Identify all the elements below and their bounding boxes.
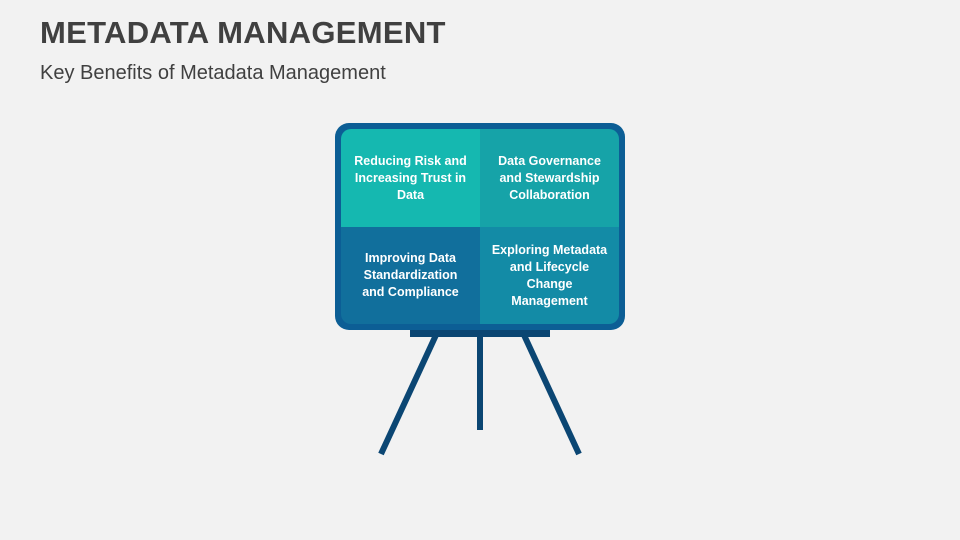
benefit-label: Data Governance and Stewardship Collabor… [498, 153, 601, 202]
benefit-cell-reducing-risk: Reducing Risk and Increasing Trust in Da… [341, 129, 480, 227]
benefit-cell-lifecycle: Exploring Metadata and Lifecycle Change … [480, 227, 619, 324]
benefit-label: Exploring Metadata and Lifecycle Change … [491, 242, 608, 308]
benefits-grid: Reducing Risk and Increasing Trust in Da… [341, 129, 619, 324]
benefit-cell-data-governance: Data Governance and Stewardship Collabor… [480, 129, 619, 227]
page-title: METADATA MANAGEMENT [40, 15, 446, 50]
benefit-label: Improving Data Standardization and Compl… [362, 251, 459, 299]
page-subtitle: Key Benefits of Metadata Management [40, 62, 386, 84]
benefit-label: Reducing Risk and Increasing Trust in Da… [354, 153, 467, 202]
benefit-cell-standardization: Improving Data Standardization and Compl… [341, 227, 480, 324]
easel-board: Reducing Risk and Increasing Trust in Da… [335, 123, 625, 330]
